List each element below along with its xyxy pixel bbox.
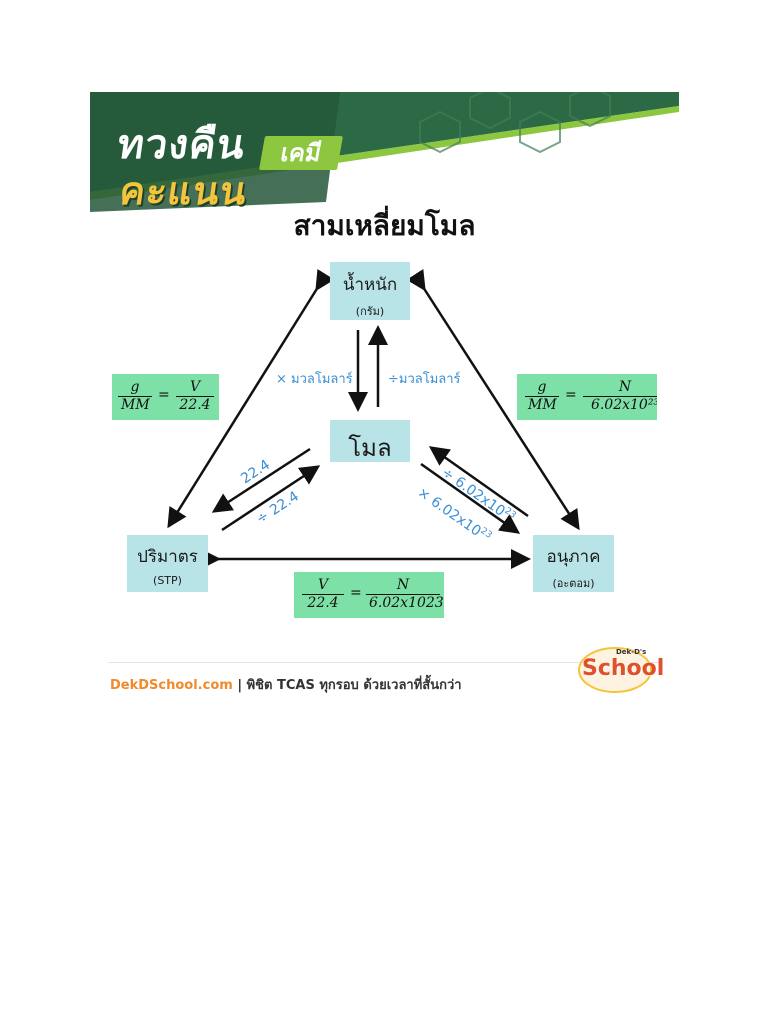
footer-brand-link[interactable]: DekDSchool.com [110, 678, 233, 693]
node-mass-label: น้ำหนัก [330, 271, 410, 298]
infographic-card: ทวงคืน คะแนน เคมี สามเหลี่ยมโมล [90, 92, 679, 704]
footer-text: DekDSchool.com | พิชิต TCAS ทุกรอบ ด้วยเ… [110, 674, 462, 695]
node-volume-unit: (STP) [127, 574, 208, 587]
formula-mass-particles-left-num: g [525, 379, 559, 397]
formula-volume-particles-left-num: V [302, 577, 344, 595]
formula-mass-particles: g MM = N 6.02x10²³ [517, 374, 657, 420]
node-mass: น้ำหนัก (กรัม) [330, 262, 410, 320]
formula-mass-volume-eq: = [158, 387, 170, 403]
formula-mass-particles-eq: = [565, 387, 577, 403]
formula-mass-volume: g MM = V 22.4 [112, 374, 219, 420]
formula-mass-particles-right-den: 6.02x10²³ [583, 397, 657, 414]
footer-tagline: | พิชิต TCAS ทุกรอบ ด้วยเวลาที่สั้นกว่า [233, 678, 462, 693]
label-mass-to-mole: × มวลโมลาร์ [276, 368, 353, 389]
formula-mass-particles-left-den: MM [525, 397, 559, 414]
logo-main-text: School [582, 656, 664, 681]
formula-volume-particles-left-den: 22.4 [302, 595, 344, 612]
formula-mass-volume-right-den: 22.4 [176, 397, 214, 414]
formula-mass-volume-left-num: g [118, 379, 152, 397]
formula-volume-particles-eq: = [350, 585, 362, 601]
logo-small-text: Dek-D's [616, 648, 646, 656]
label-mole-to-mass: ÷มวลโมลาร์ [388, 368, 461, 389]
node-volume: ปริมาตร (STP) [127, 535, 208, 592]
formula-volume-particles-right-den: 6.02x1023 [366, 595, 440, 612]
node-volume-label: ปริมาตร [127, 543, 208, 570]
node-particles-label: อนุภาค [533, 543, 614, 570]
node-mole: โมล [330, 420, 410, 462]
node-mole-label: โมล [330, 428, 410, 467]
formula-mass-volume-right-num: V [176, 379, 214, 397]
node-particles-unit: (อะตอม) [533, 574, 614, 592]
formula-volume-particles-right-num: N [366, 577, 440, 595]
node-particles: อนุภาค (อะตอม) [533, 535, 614, 592]
formula-mass-particles-right-num: N [583, 379, 657, 397]
node-mass-unit: (กรัม) [330, 302, 410, 320]
dekd-school-logo: Dek-D's School [576, 640, 654, 696]
formula-volume-particles: V 22.4 = N 6.02x1023 [294, 572, 444, 618]
formula-mass-volume-left-den: MM [118, 397, 152, 414]
